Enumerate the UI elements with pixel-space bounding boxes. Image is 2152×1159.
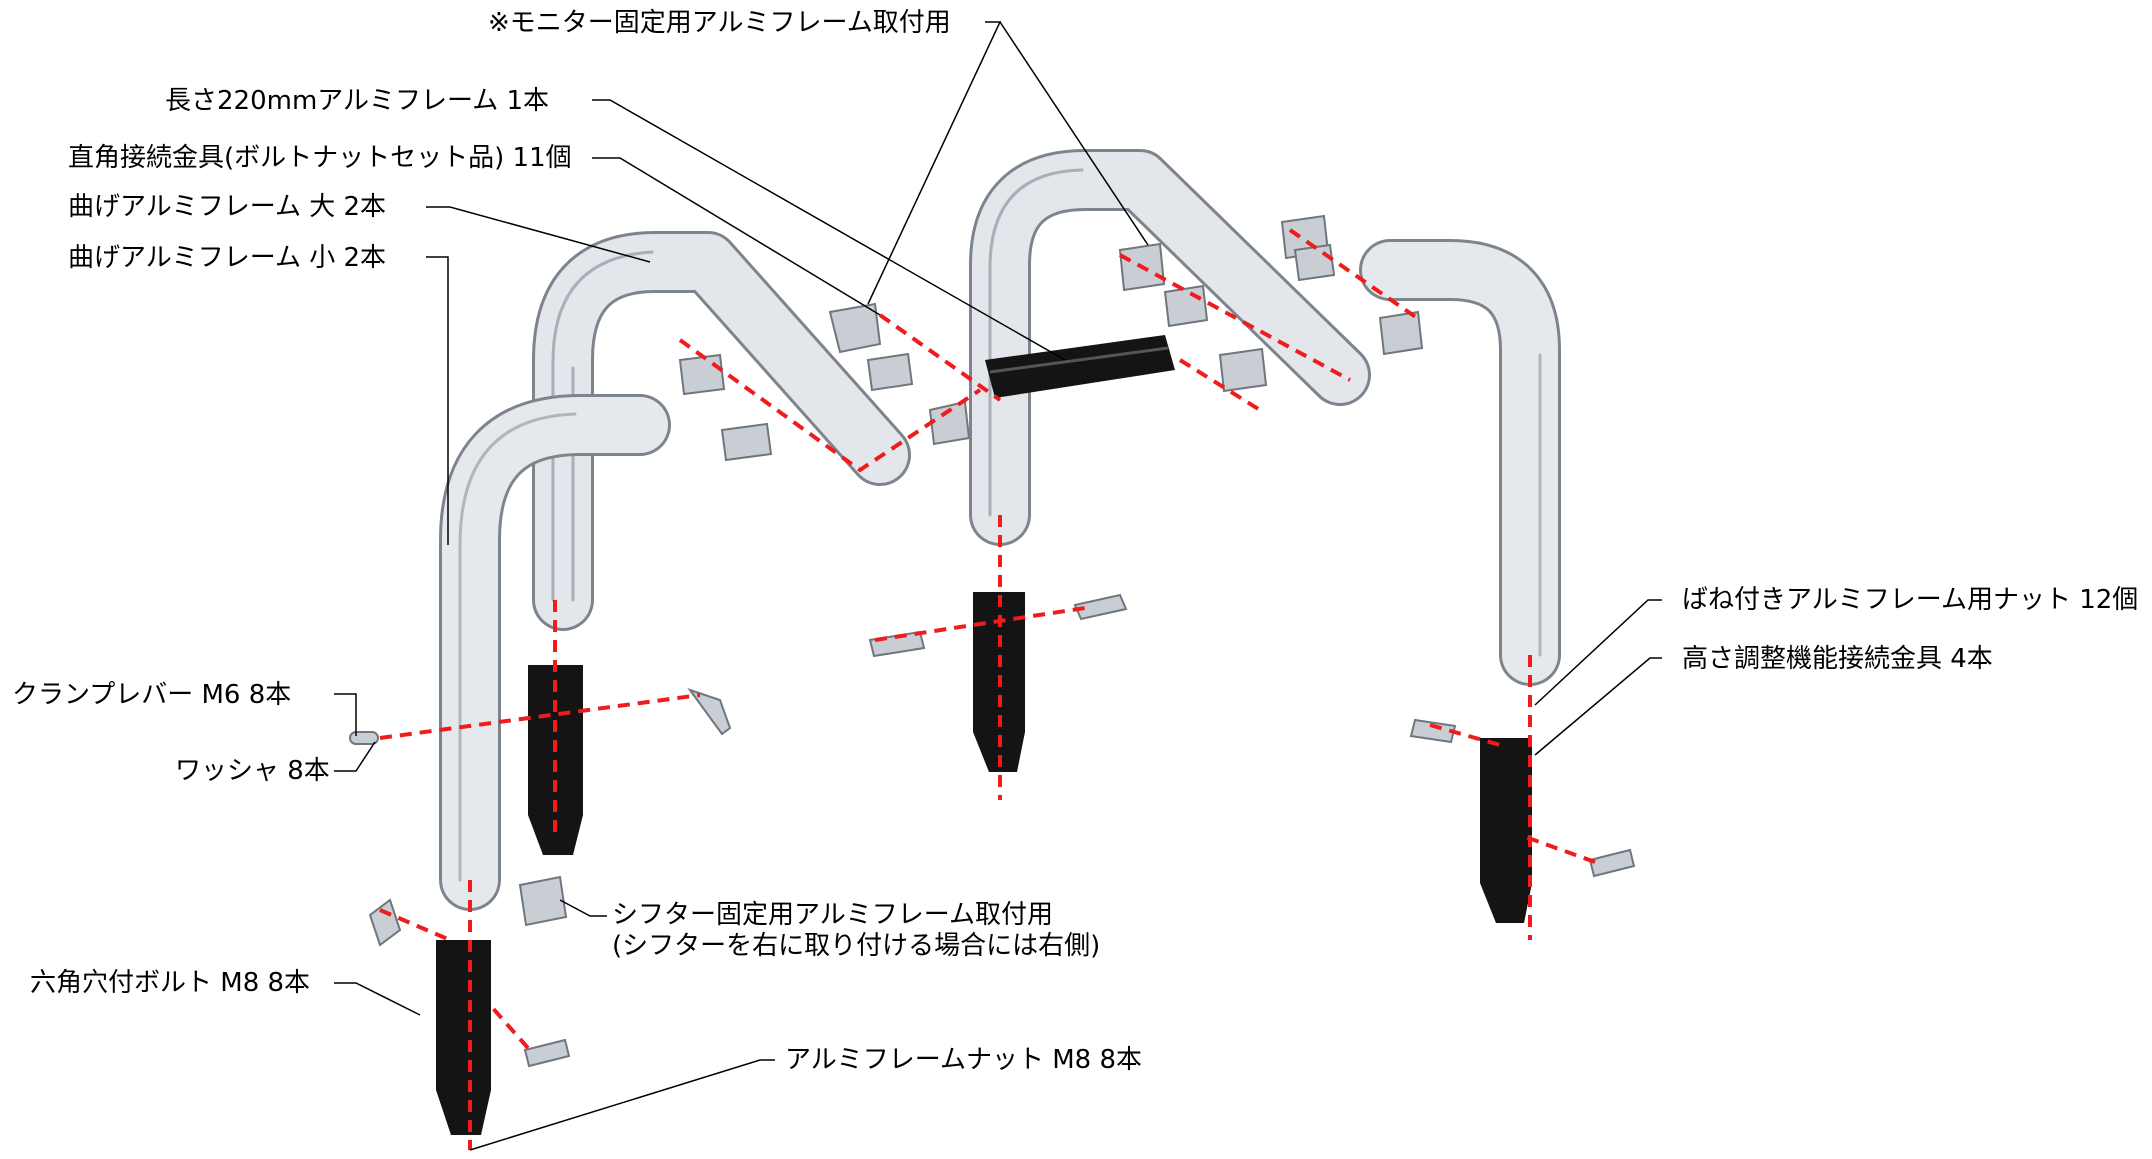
- bent-frame-small-right: [1359, 239, 1561, 686]
- frame-220mm: [985, 335, 1175, 398]
- label-height-adjust: 高さ調整機能接続金具 4本: [1682, 644, 1993, 674]
- label-shifter-mount-1: シフター固定用アルミフレーム取付用: [612, 900, 1053, 930]
- label-spring-nut: ばね付きアルミフレーム用ナット 12個: [1682, 585, 2139, 615]
- bent-frame-large-left: [532, 231, 911, 631]
- label-monitor-mount: ※モニター固定用アルミフレーム取付用: [488, 8, 951, 38]
- label-frame-220: 長さ220mmアルミフレーム 1本: [165, 86, 550, 116]
- bent-frame-small-left: [439, 394, 671, 911]
- label-frame-nut: アルミフレームナット M8 8本: [785, 1045, 1143, 1075]
- clamp-levers: [349, 593, 1636, 1068]
- label-bent-frame-large: 曲げアルミフレーム 大 2本: [68, 192, 387, 222]
- label-shifter-mount-2: (シフターを右に取り付ける場合には右側): [612, 931, 1101, 961]
- leader-lines: [334, 21, 1662, 1151]
- label-bent-frame-small: 曲げアルミフレーム 小 2本: [68, 243, 387, 273]
- assembly-dashed-lines: [379, 228, 1596, 1150]
- bent-frame-large-right: [969, 149, 1371, 546]
- shifter-mount-bracket: [518, 875, 568, 927]
- label-right-angle-bracket: 直角接続金具(ボルトナットセット品) 11個: [68, 143, 572, 173]
- label-washer: ワッシャ 8本: [175, 756, 330, 786]
- label-hex-bolt: 六角穴付ボルト M8 8本: [30, 968, 311, 998]
- label-clamp-lever: クランプレバー M6 8本: [12, 680, 292, 710]
